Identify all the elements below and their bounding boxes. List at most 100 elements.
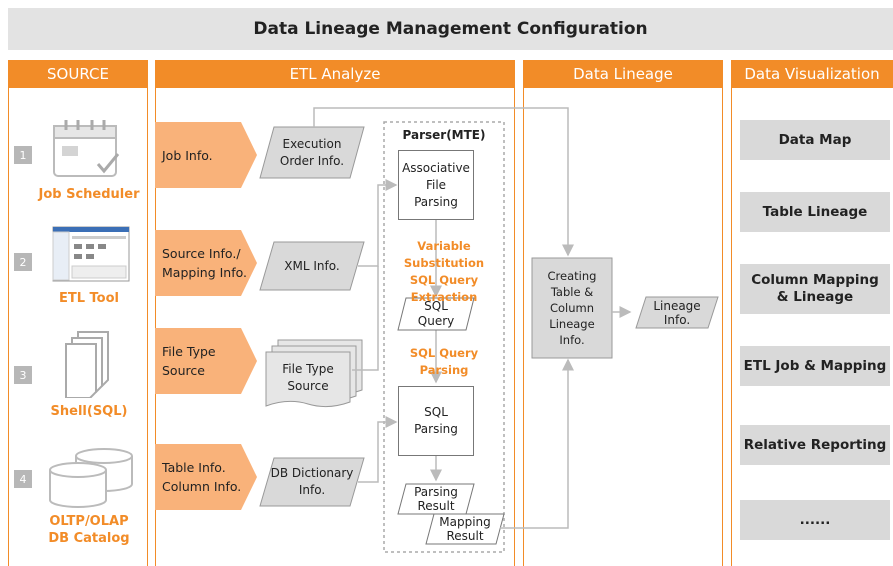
column-header-viz: Data Visualization xyxy=(731,60,893,88)
parser-line: SQL xyxy=(424,299,448,313)
etl-input-job-info: Job Info. xyxy=(157,122,247,188)
mapping-result-shape xyxy=(425,513,505,545)
parsing-result-label: Parsing Result xyxy=(400,484,472,514)
viz-label: ETL Job & Mapping xyxy=(743,357,887,374)
output-line: XML Info. xyxy=(284,258,340,273)
etl-input-line: Job Info. xyxy=(162,147,213,163)
source-number-4: 4 xyxy=(14,470,32,488)
source-label-line: OLTP/OLAP xyxy=(49,514,129,529)
calendar-icon xyxy=(53,120,120,177)
parser-line: Parsing xyxy=(414,194,458,209)
viz-label: Relative Reporting xyxy=(743,436,887,453)
column-header-lineage: Data Lineage xyxy=(523,60,723,88)
viz-etl-job-mapping[interactable]: ETL Job & Mapping xyxy=(740,346,890,386)
source-number-1: 1 xyxy=(14,146,32,164)
column-header-source: SOURCE xyxy=(8,60,148,88)
etl-input-line: File Type xyxy=(162,344,216,359)
viz-data-map[interactable]: Data Map xyxy=(740,120,890,160)
viz-label: Data Map xyxy=(778,131,852,148)
output-exec-order: Execution Order Info. xyxy=(266,128,358,178)
lineage-line: Info. xyxy=(663,312,691,327)
column-frame-etl xyxy=(155,88,515,566)
parser-line: Query xyxy=(417,314,455,328)
sql-parsing-box: SQL Parsing xyxy=(398,386,474,456)
output-shape-3-front xyxy=(265,351,351,408)
viz-label: Column Mapping xyxy=(751,272,879,288)
parser-line: Associative xyxy=(402,160,470,175)
parser-line: Parsing xyxy=(414,422,458,436)
connector-mapping-to-lineage xyxy=(500,358,574,529)
output-xml-info: XML Info. xyxy=(266,242,358,290)
etl-input-file-type: File Type Source xyxy=(157,328,247,394)
lineage-line: Creating xyxy=(547,269,597,283)
mapping-result-label: Mapping Result xyxy=(428,514,502,544)
output-line: Order Info. xyxy=(279,154,345,168)
parser-line: Result xyxy=(446,529,484,543)
sql-query-label: SQL Query xyxy=(400,298,472,330)
output-line: File Type xyxy=(282,362,334,376)
column-frame-lineage xyxy=(523,88,723,566)
etl-input-arrows xyxy=(155,122,257,510)
output-line: DB Dictionary xyxy=(270,466,354,480)
parser-line: File xyxy=(425,177,447,192)
arrow-tag-1 xyxy=(155,122,257,188)
parser-line: Parsing xyxy=(414,485,458,499)
source-label-db-catalog: OLTP/OLAP DB Catalog xyxy=(30,513,148,547)
etl-input-line: Source xyxy=(162,363,205,378)
output-shape-4 xyxy=(259,457,365,507)
step-line: SQL Query Extraction xyxy=(409,273,479,304)
step-line: Variable Substitution xyxy=(403,239,485,270)
lineage-line: Lineage xyxy=(549,317,595,331)
etl-input-line: Mapping Info. xyxy=(162,265,248,280)
etl-input-source-info: Source Info./ Mapping Info. xyxy=(157,230,257,296)
creating-lineage-box xyxy=(531,257,613,359)
output-line: Source xyxy=(287,379,329,393)
column-header-etl: ETL Analyze xyxy=(155,60,515,88)
parser-line: SQL xyxy=(424,405,448,419)
etl-input-line: Table Info. xyxy=(162,460,226,475)
documents-icon xyxy=(65,331,109,398)
output-shape-2 xyxy=(259,241,365,291)
arrow-tag-3 xyxy=(155,328,257,394)
lineage-line: Info. xyxy=(559,333,585,347)
column-frame-source xyxy=(8,88,148,566)
parser-title: Parser(MTE) xyxy=(402,128,486,142)
etl-input-table-info: Table Info. Column Info. xyxy=(157,444,247,510)
viz-more[interactable]: ...... xyxy=(740,500,890,540)
viz-label: & Lineage xyxy=(776,289,854,305)
arrow-tag-4 xyxy=(155,444,257,510)
parser-frame xyxy=(383,121,505,553)
connector-db-to-parsing xyxy=(358,416,398,483)
etl-input-line: Column Info. xyxy=(162,479,242,494)
column-frame-viz xyxy=(731,88,893,566)
step-variable-substitution: Variable Substitution SQL Query Extracti… xyxy=(380,238,508,306)
viz-relative-reporting[interactable]: Relative Reporting xyxy=(740,425,890,465)
source-label-shell: Shell(SQL) xyxy=(50,404,128,419)
lineage-line: Lineage xyxy=(653,298,701,313)
connector-xml-to-assoc xyxy=(358,179,398,267)
source-label-etl-tool: ETL Tool xyxy=(58,291,120,306)
output-line: Info. xyxy=(298,483,326,497)
parser-line: Mapping xyxy=(439,515,491,529)
lineage-line: Table & xyxy=(550,285,594,299)
viz-label: ...... xyxy=(799,511,831,528)
viz-column-mapping[interactable]: Column Mapping & Lineage xyxy=(740,264,890,314)
source-label-line: DB Catalog xyxy=(48,531,130,546)
output-db-dictionary: DB Dictionary Info. xyxy=(266,458,358,506)
output-file-type: File Type Source xyxy=(266,354,350,402)
sql-query-shape xyxy=(397,297,475,331)
etl-input-line: Source Info./ xyxy=(162,246,241,261)
lineage-info-label: Lineage Info. xyxy=(640,297,714,328)
viz-label: Table Lineage xyxy=(762,203,868,220)
source-number-2: 2 xyxy=(14,253,32,271)
step-sql-query-parsing: SQL Query Parsing xyxy=(409,346,479,377)
etl-screenshot-icon xyxy=(52,226,130,282)
source-number-3: 3 xyxy=(14,366,32,384)
viz-table-lineage[interactable]: Table Lineage xyxy=(740,192,890,232)
output-line: Execution xyxy=(282,137,342,151)
output-shape-1 xyxy=(259,126,365,179)
database-icon xyxy=(49,448,133,508)
parser-line: Result xyxy=(417,499,455,513)
source-label-job-scheduler: Job Scheduler xyxy=(38,187,140,202)
